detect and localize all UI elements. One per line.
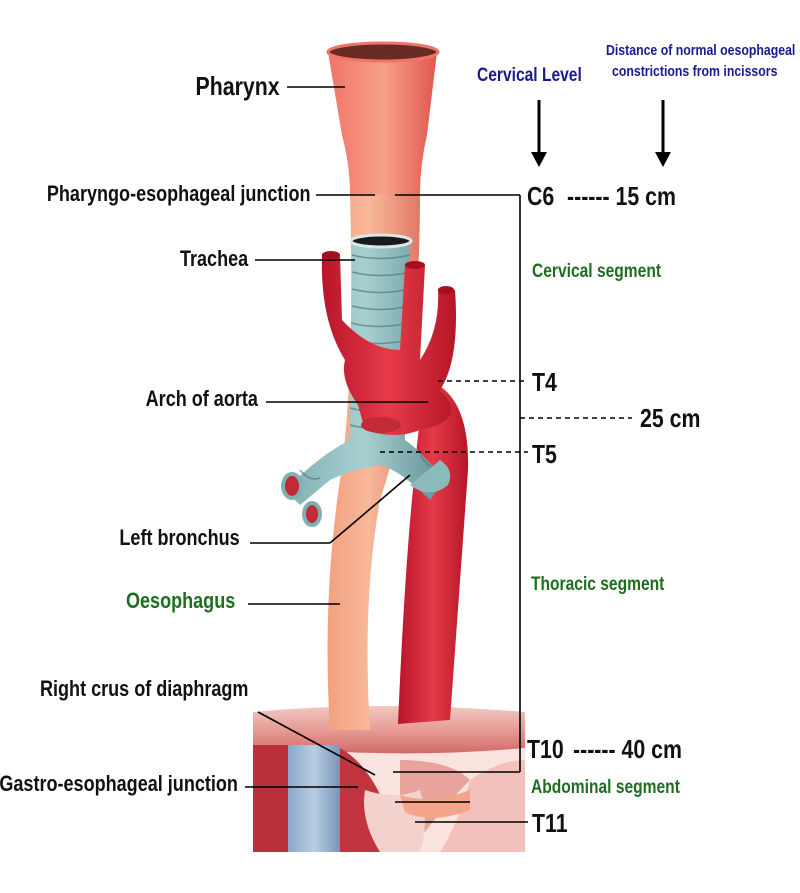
label-pharynx: Pharynx xyxy=(195,71,280,101)
label-pharyngo-esophageal-junction: Pharyngo-esophageal junction xyxy=(46,181,310,206)
aortic-arch xyxy=(321,251,456,435)
label-gastro-esophageal-junction: Gastro-esophageal junction xyxy=(0,771,238,796)
label-arch-of-aorta: Arch of aorta xyxy=(145,386,258,411)
header-distance-line2: constrictions from incissors xyxy=(612,63,778,80)
label-left-bronchus: Left bronchus xyxy=(119,525,240,550)
pharynx xyxy=(326,41,440,195)
label-trachea: Trachea xyxy=(179,246,248,271)
label-oesophagus: Oesophagus xyxy=(125,588,235,613)
distance-15cm: ------ 15 cm xyxy=(567,181,676,211)
level-t5: T5 xyxy=(532,439,557,469)
segment-cervical: Cervical segment xyxy=(532,261,662,282)
diaphragm xyxy=(253,706,525,852)
level-t4: T4 xyxy=(532,367,557,397)
level-t11: T11 xyxy=(532,808,568,838)
level-c6: C6 xyxy=(527,181,555,211)
down-arrow-icon xyxy=(531,100,547,167)
segment-thoracic: Thoracic segment xyxy=(531,574,665,595)
header-distance-line1: Distance of normal oesophageal xyxy=(606,42,796,59)
level-t10: T10 xyxy=(527,734,564,764)
distance-40cm: ------ 40 cm xyxy=(573,734,682,764)
segment-abdominal: Abdominal segment xyxy=(531,777,680,798)
down-arrow-icon xyxy=(655,100,671,167)
label-right-crus-of-diaphragm: Right crus of diaphragm xyxy=(40,676,249,701)
leader-lines xyxy=(245,86,528,823)
dashed-level-lines xyxy=(380,380,632,453)
distance-25cm: 25 cm xyxy=(640,403,701,433)
header-cervical-level: Cervical Level xyxy=(477,65,582,86)
